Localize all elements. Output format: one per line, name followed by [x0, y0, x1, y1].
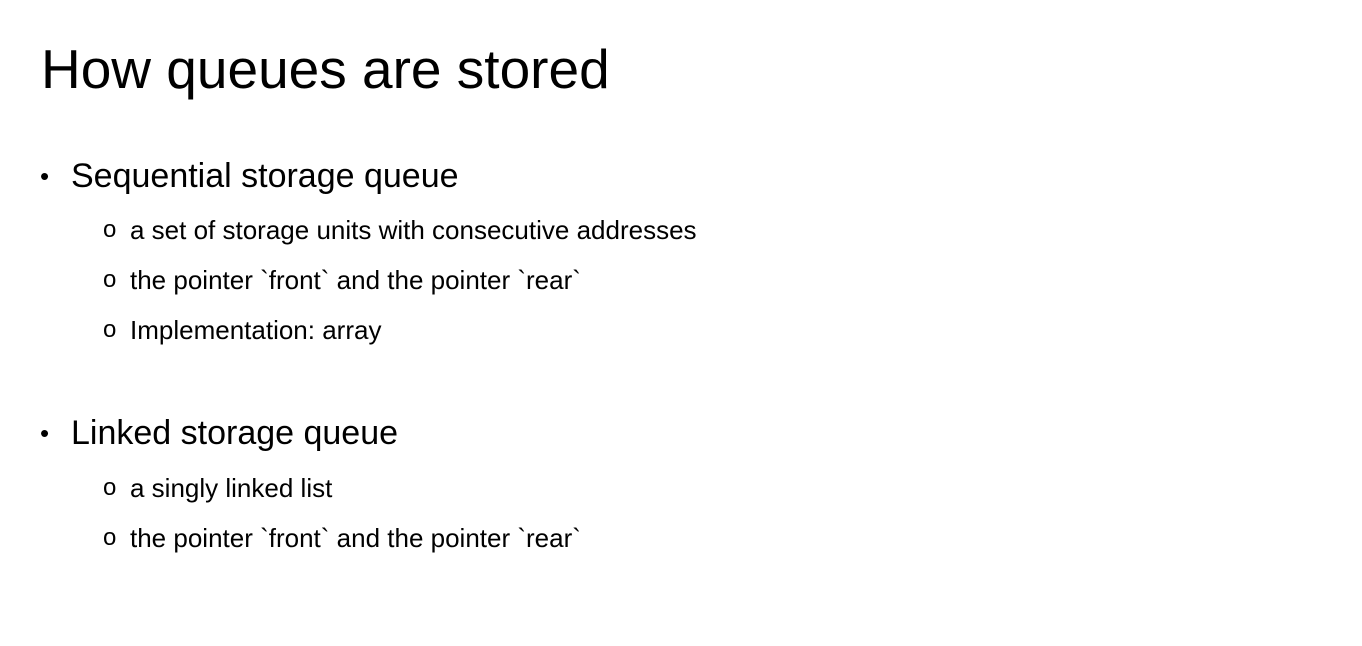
slide-title: How queues are stored: [41, 38, 610, 100]
section-heading-linked: • Linked storage queue: [40, 413, 399, 453]
section-heading-label: Sequential storage queue: [71, 157, 459, 195]
list-item-label: a set of storage units with consecutive …: [130, 215, 697, 245]
list-item-label: Implementation: array: [130, 315, 382, 345]
list-item-label: the pointer `front` and the pointer `rea…: [130, 265, 581, 295]
list-item: o Implementation: array: [103, 314, 382, 346]
list-item-label: a singly linked list: [130, 473, 333, 503]
circle-bullet-icon: o: [103, 266, 117, 293]
list-item: o a set of storage units with consecutiv…: [103, 214, 697, 246]
circle-bullet-icon: o: [103, 316, 117, 343]
section-heading-label: Linked storage queue: [71, 414, 399, 452]
bullet-icon: •: [40, 418, 50, 448]
circle-bullet-icon: o: [103, 216, 117, 243]
circle-bullet-icon: o: [103, 524, 117, 551]
list-item: o a singly linked list: [103, 472, 333, 504]
list-item: o the pointer `front` and the pointer `r…: [103, 264, 581, 296]
section-heading-sequential: • Sequential storage queue: [40, 156, 459, 196]
list-item-label: the pointer `front` and the pointer `rea…: [130, 523, 581, 553]
circle-bullet-icon: o: [103, 474, 117, 501]
list-item: o the pointer `front` and the pointer `r…: [103, 522, 581, 554]
bullet-icon: •: [40, 161, 50, 191]
